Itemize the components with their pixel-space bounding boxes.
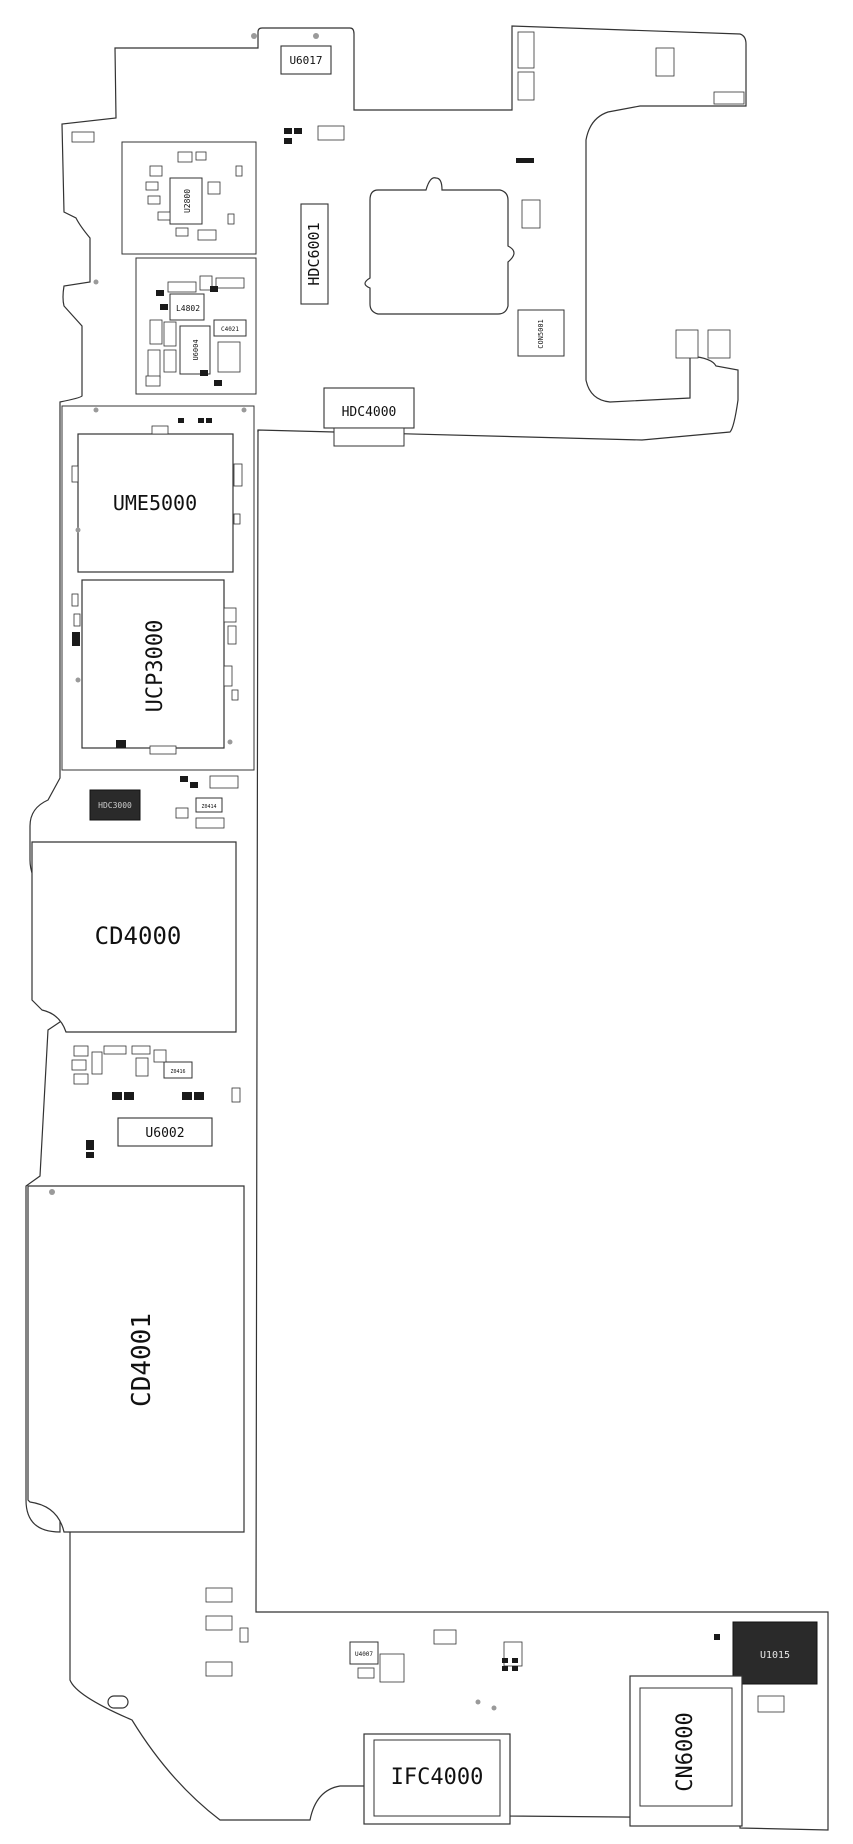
c4021-label: C4021 (221, 326, 239, 333)
con5001-label: CON5001 (537, 319, 545, 349)
u4007-label: U4007 (355, 1651, 373, 1658)
hdc6001-label: HDC6001 (305, 222, 323, 285)
shield-frames (61, 141, 257, 771)
c4021-capacitor: C4021 (213, 319, 247, 337)
cd4001-label: CD4001 (127, 1313, 157, 1407)
vias (49, 33, 497, 1711)
hdc3000-label: HDC3000 (98, 801, 132, 810)
u6017-label: U6017 (289, 54, 322, 67)
ifc4000-label: IFC4000 (391, 1765, 484, 1790)
u4007-chip: U4007 (349, 1641, 379, 1665)
z0416-label: Z0416 (170, 1069, 185, 1075)
l4802-label: L4802 (176, 304, 200, 313)
cd4000-battery-connector: CD4000 (31, 841, 237, 1033)
u6004-label: U6004 (192, 339, 200, 360)
dark-pads (72, 128, 720, 1671)
ucp3000-chip: UCP3000 (81, 579, 225, 749)
ifc4000-connector: IFC4000 (363, 1733, 511, 1825)
u1015-chip: U1015 (732, 1621, 818, 1685)
ucp3000-label: UCP3000 (143, 620, 168, 713)
hdc4000-connector: HDC4000 (323, 387, 415, 447)
smd-components (71, 31, 785, 1713)
z0416-part: Z0416 (163, 1061, 193, 1079)
u6002-label: U6002 (145, 1126, 184, 1141)
cn6000-label: CN6000 (673, 1712, 698, 1791)
z0414-label: Z0414 (201, 804, 216, 810)
u2800-label: U2800 (183, 189, 192, 213)
ume5000-label: UME5000 (113, 491, 197, 515)
l4802-inductor: L4802 (169, 293, 205, 321)
hdc4000-label: HDC4000 (342, 405, 397, 420)
u6002-chip: U6002 (117, 1117, 213, 1147)
u2800-chip: U2800 (169, 177, 203, 225)
u1015-label: U1015 (760, 1650, 790, 1661)
u6004-chip: U6004 (179, 325, 211, 375)
con5001-connector: CON5001 (517, 309, 565, 357)
cd4000-label: CD4000 (95, 922, 182, 950)
cd4001-battery-connector: CD4001 (27, 1185, 245, 1533)
z0414-part: Z0414 (195, 797, 223, 813)
ume5000-chip: UME5000 (77, 433, 234, 573)
u6017-chip: U6017 (280, 45, 332, 75)
hdc6001-connector: HDC6001 (300, 203, 329, 305)
hdc3000-connector: HDC3000 (89, 789, 141, 821)
board-outline (25, 25, 829, 1831)
cn6000-connector: CN6000 (629, 1675, 743, 1827)
